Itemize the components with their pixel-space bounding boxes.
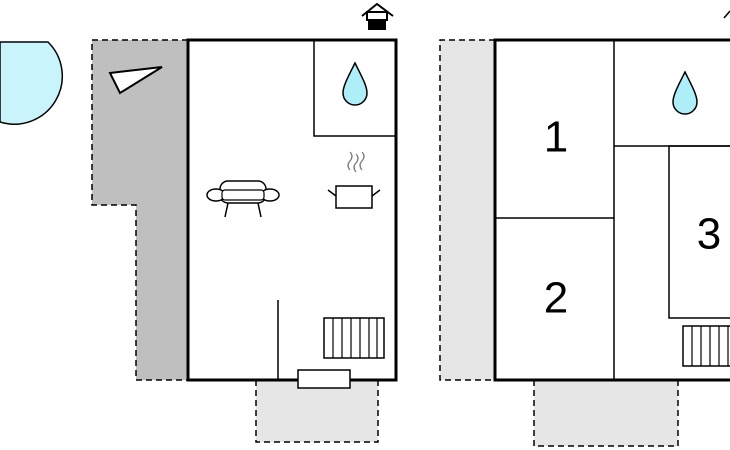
radiator-icon — [323, 317, 385, 359]
house-entrance-icon — [361, 2, 394, 30]
room-label-3: 3 — [697, 210, 721, 259]
water-drop-icon — [672, 70, 698, 115]
water-drop-icon — [342, 61, 368, 106]
room-label-2: 2 — [544, 274, 568, 323]
terrace-front-ground — [255, 380, 379, 443]
ground-floor — [186, 38, 398, 389]
upper-floor — [493, 38, 730, 382]
room-label-1: 1 — [544, 113, 568, 162]
compass-icon — [108, 66, 163, 95]
terrace-upper-left — [439, 39, 495, 381]
radiator-icon — [682, 325, 730, 367]
terrace-upper-front — [533, 380, 679, 447]
compass-tip-icon — [723, 10, 730, 19]
cooking-pot-icon — [327, 151, 381, 209]
sofa-icon — [206, 180, 280, 218]
pool-icon — [0, 41, 64, 125]
terrace-left — [91, 39, 188, 381]
